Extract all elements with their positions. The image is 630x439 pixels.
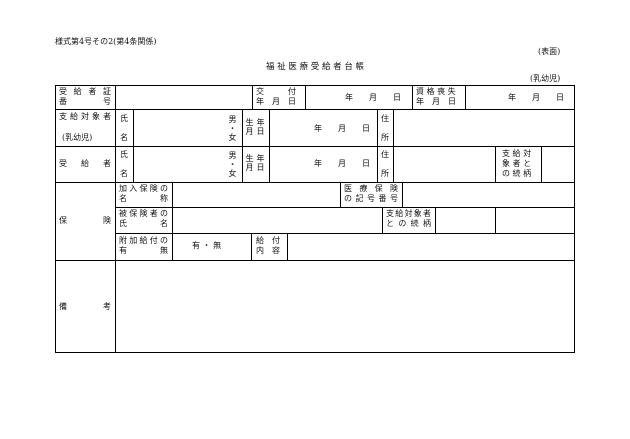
- relation-label: 象 者 と: [502, 159, 532, 168]
- col-divider: [252, 85, 253, 109]
- col-divider: [377, 109, 378, 182]
- col-divider: [495, 146, 496, 182]
- loss-date-label: 資 格 喪 失: [416, 87, 456, 96]
- col-divider: [402, 182, 403, 207]
- birth-label-col2: 年 日: [256, 154, 265, 172]
- issue-date-value: 年 月 日: [345, 93, 401, 102]
- gender-female: 女: [228, 133, 237, 142]
- col-divider: [435, 207, 436, 233]
- col-divider: [115, 85, 116, 109]
- row-divider: [55, 260, 575, 261]
- issue-date-label-2: 年 月 日: [256, 97, 296, 106]
- col-divider: [305, 85, 306, 109]
- col-divider: [340, 182, 341, 207]
- insurance-section-label: 保 険: [59, 216, 111, 225]
- col-divider: [495, 207, 496, 233]
- category-label: (乳幼児): [530, 74, 561, 83]
- gender-separator: ・: [228, 160, 237, 169]
- col-divider: [412, 85, 413, 109]
- additional-benefit-options: 有 ・ 無: [192, 241, 222, 250]
- birth-char: 年: [256, 118, 265, 127]
- gender-female: 女: [228, 169, 237, 178]
- beneficiary-sublabel: (乳幼児): [62, 133, 93, 142]
- beneficiary-label: 支給対象者: [59, 112, 111, 121]
- row-divider: [115, 207, 575, 208]
- gender-separator: ・: [228, 124, 237, 133]
- row-divider: [55, 146, 575, 147]
- name-char: 名: [120, 169, 128, 178]
- form-number: 様式第4号その2(第4条関係): [55, 37, 157, 46]
- row-divider: [115, 233, 575, 234]
- col-divider: [393, 109, 394, 182]
- loss-date-value: 年 月 日: [508, 93, 564, 102]
- relation-label: の 続 柄: [502, 169, 532, 178]
- insured-relation-label-2: と の 続 柄: [386, 219, 431, 228]
- birth-date-value: 年 月 日: [314, 159, 370, 168]
- col-divider: [541, 146, 542, 182]
- address-char: 住: [381, 114, 389, 123]
- recipient-label: 受 給 者: [59, 159, 111, 168]
- col-divider: [115, 109, 116, 182]
- birth-label-col1: 生 月: [245, 118, 254, 136]
- row-divider: [55, 109, 575, 110]
- col-divider: [115, 182, 116, 260]
- birth-date-value: 年 月 日: [314, 124, 370, 133]
- cert-number-label-2: 番 号: [59, 97, 111, 106]
- insured-relation-label: 支給対象者: [386, 209, 431, 218]
- insurance-number-label-2: の記号番号: [344, 194, 398, 203]
- name-char: 名: [120, 133, 128, 142]
- birth-char: 生: [245, 118, 254, 127]
- row-divider: [55, 182, 575, 183]
- name-char: 氏: [120, 114, 128, 123]
- col-divider: [115, 260, 116, 353]
- name-char: 氏: [120, 150, 128, 159]
- insured-name-label-2: 氏 名: [119, 219, 168, 228]
- gender-male: 男: [228, 151, 237, 160]
- birth-label-col1: 生 月: [245, 154, 254, 172]
- gender-options: 男 ・ 女: [228, 151, 237, 178]
- insurance-name-label: 加入保険の: [119, 184, 168, 193]
- gender-options: 男 ・ 女: [228, 115, 237, 142]
- address-char: 所: [381, 133, 389, 142]
- relation-label: 支 給 対: [502, 149, 532, 158]
- birth-char: 月: [245, 127, 254, 136]
- benefit-content-label-2: 内 容: [256, 246, 280, 255]
- col-divider: [172, 182, 173, 260]
- insurance-number-label: 医 療 保 険: [344, 184, 398, 193]
- insurance-name-label-2: 名 称: [119, 194, 168, 203]
- birth-char: 年: [256, 154, 265, 163]
- birth-char: 月: [245, 163, 254, 172]
- remarks-label: 備 考: [59, 302, 111, 311]
- ledger-table: [55, 85, 575, 353]
- additional-benefit-label-2: 有 無: [119, 246, 168, 255]
- benefit-content-label: 給 付: [256, 236, 280, 245]
- col-divider: [287, 233, 288, 260]
- cert-number-label: 受 給 者 証: [59, 87, 111, 96]
- birth-char: 日: [256, 163, 265, 172]
- gender-male: 男: [228, 115, 237, 124]
- birth-char: 日: [256, 127, 265, 136]
- additional-benefit-label: 附加給付の: [119, 236, 168, 245]
- address-char: 住: [381, 150, 389, 159]
- loss-date-label-2: 年 月 日: [416, 97, 456, 106]
- birth-label-col2: 年 日: [256, 118, 265, 136]
- col-divider: [382, 207, 383, 233]
- col-divider: [251, 233, 252, 260]
- col-divider: [242, 109, 243, 182]
- document-title: 福 祉 医 療 受 給 者 台 帳: [265, 62, 365, 72]
- side-label: (表面): [538, 47, 561, 56]
- insured-name-label: 被保険者の: [119, 209, 168, 218]
- col-divider: [465, 85, 466, 109]
- address-char: 所: [381, 169, 389, 178]
- birth-char: 生: [245, 154, 254, 163]
- issue-date-label: 交 付: [256, 87, 296, 96]
- col-divider: [133, 109, 134, 182]
- col-divider: [269, 109, 270, 182]
